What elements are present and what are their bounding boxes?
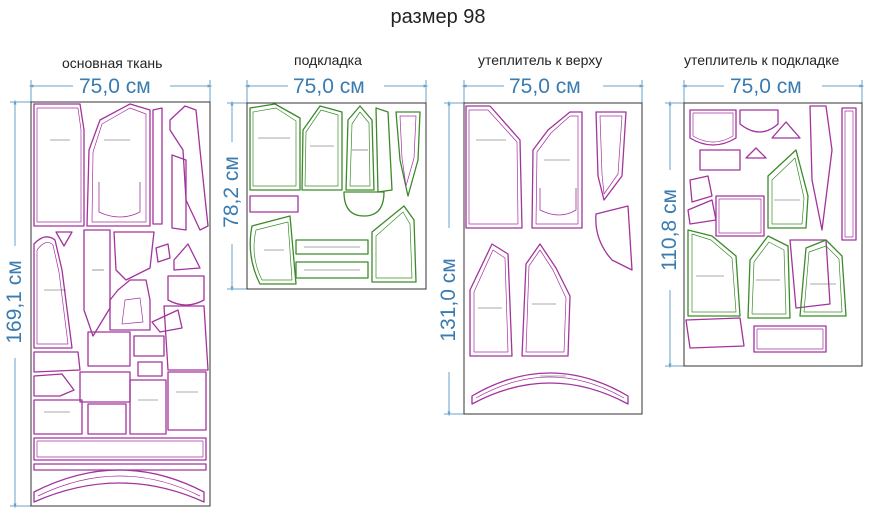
pieces-insulation-top	[465, 105, 633, 405]
frame-insul-lining	[683, 102, 863, 367]
width-dimension-insul-top: 75,0 см	[509, 75, 581, 98]
pieces-main-fabric	[33, 103, 209, 503]
frame-main	[30, 101, 211, 507]
width-dimension-main: 75,0 см	[79, 75, 151, 98]
grain-lines-lining	[258, 137, 368, 271]
grain-lines-insulation-lining	[696, 199, 836, 285]
layout-label-insul-lining: утеплитель к подкладке	[684, 52, 840, 68]
dimension-lines	[10, 80, 865, 509]
page-title: размер 98	[390, 6, 486, 28]
layout-label-insul-top: утеплитель к верху	[478, 52, 603, 68]
frame-insul-top	[463, 102, 643, 415]
pieces-insulation-lining	[685, 105, 857, 353]
pieces-lining	[249, 103, 421, 285]
layout-frames	[30, 101, 863, 507]
width-dimension-lining: 75,0 см	[293, 75, 365, 98]
layout-label-main: основная ткань	[62, 55, 163, 71]
frame-lining	[246, 102, 427, 290]
width-dimension-insul-lining: 75,0 см	[730, 75, 802, 98]
grain-lines-main	[44, 139, 198, 413]
grain-lines-insulation-top	[476, 139, 570, 377]
layout-label-lining: подкладка	[294, 52, 362, 68]
